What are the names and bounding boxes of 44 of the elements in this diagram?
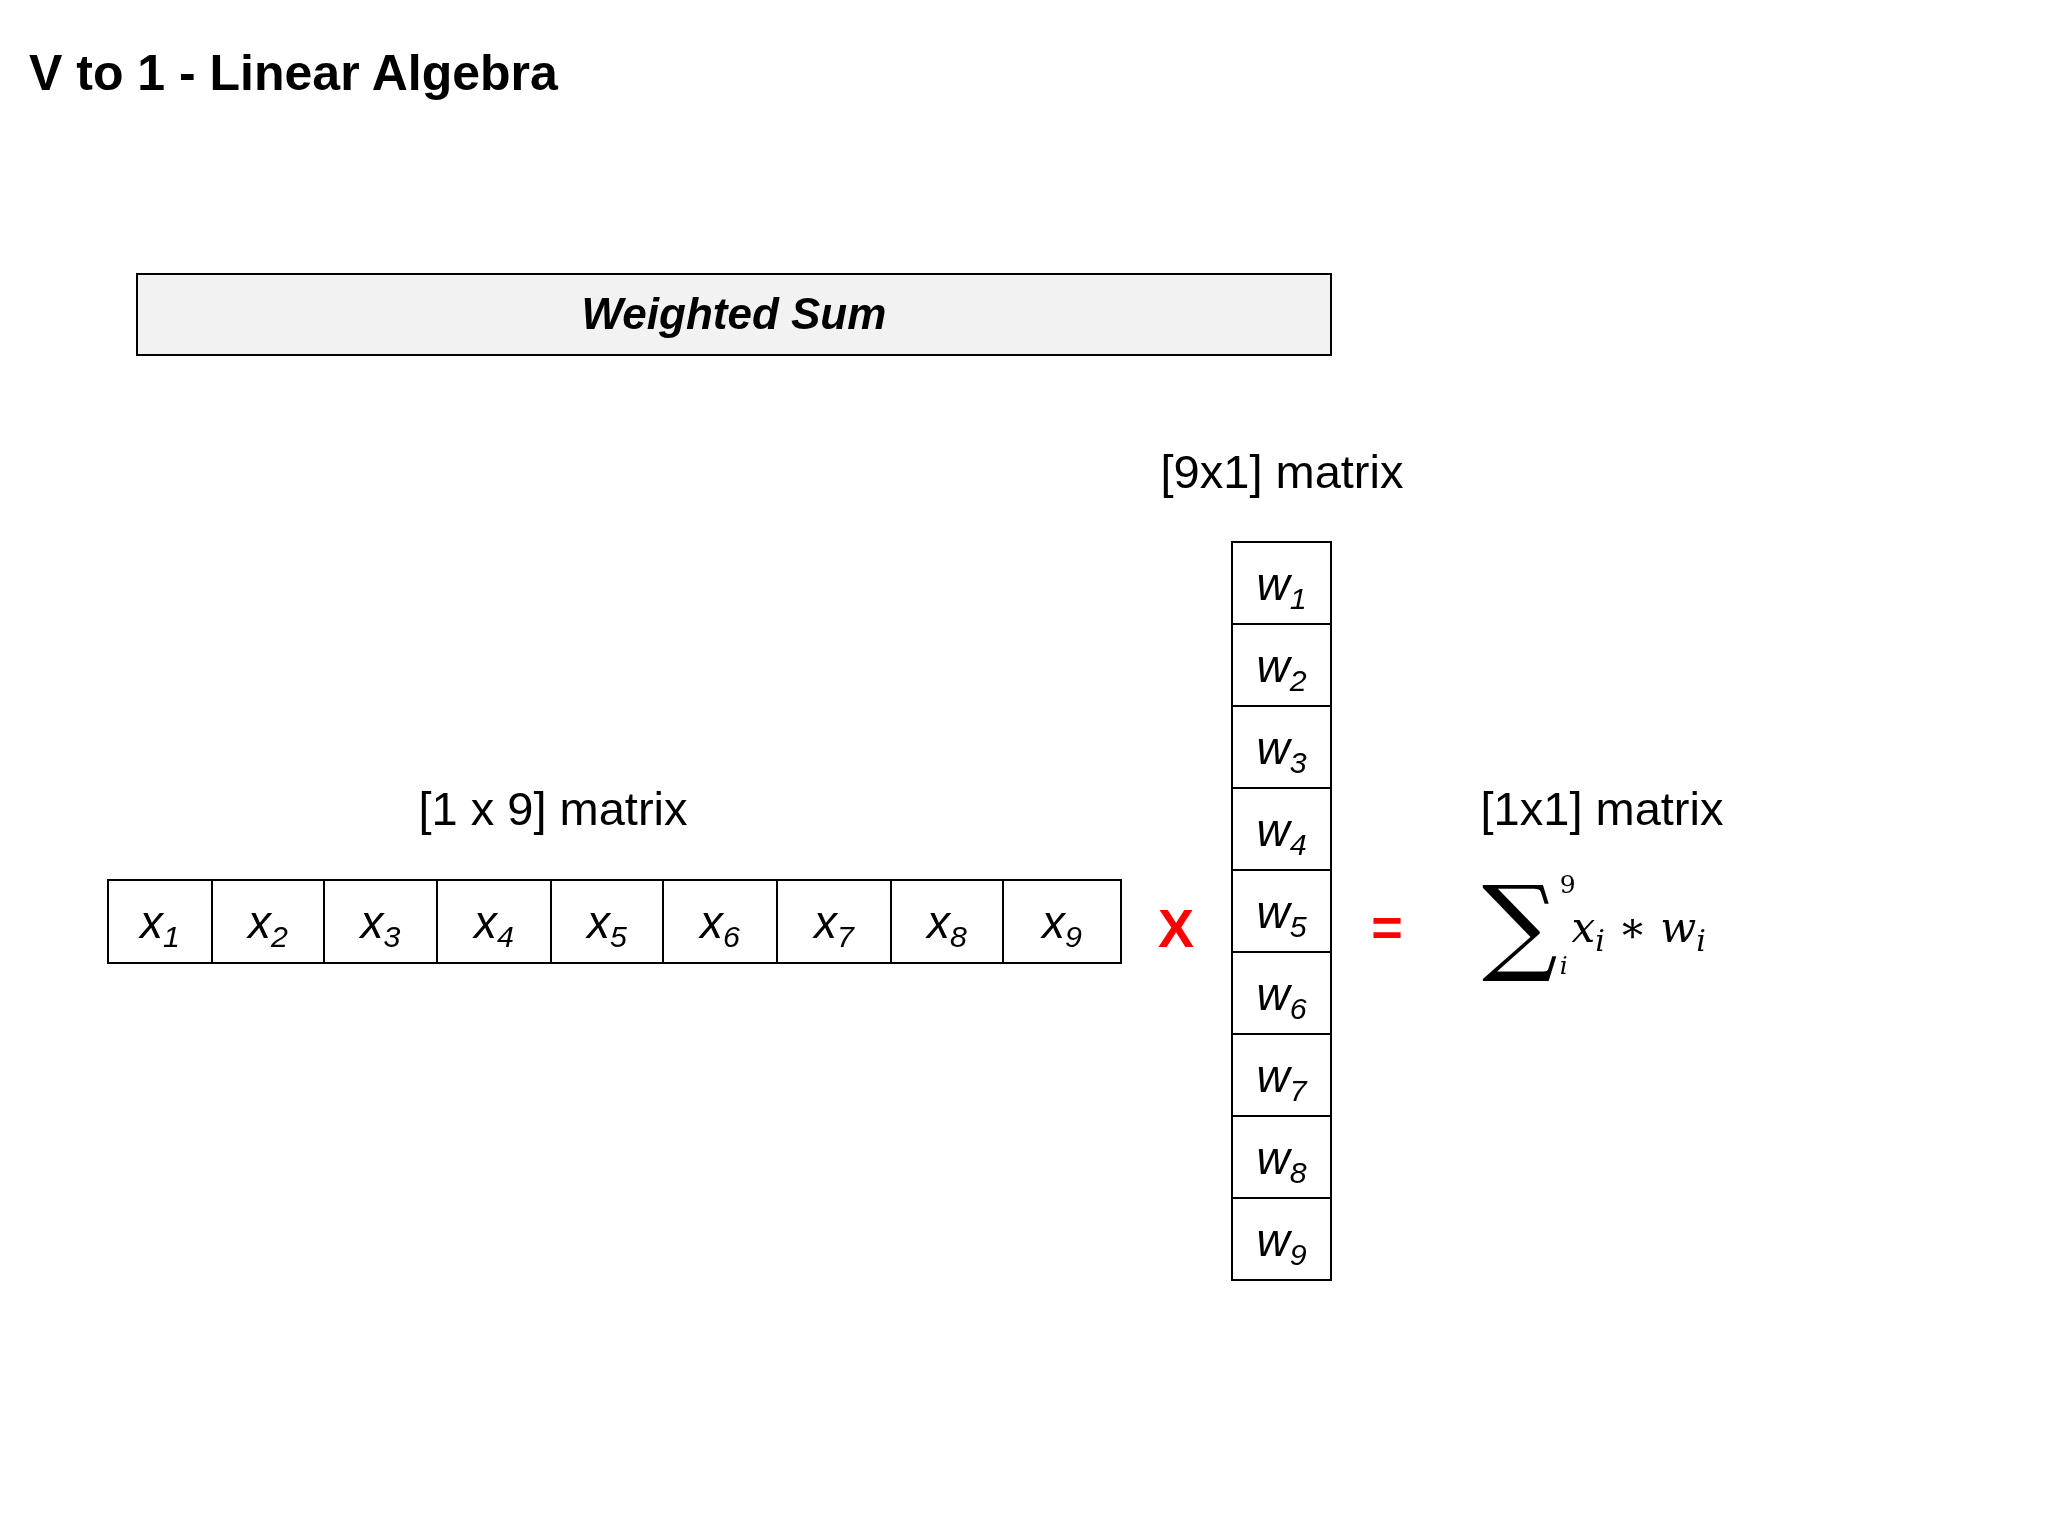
matrix-cell [1231,869,1332,953]
matrix-entry: w$_{1}$ [1256,556,1307,610]
header-label: Weighted Sum [581,290,887,339]
matrix-size-label: [1 x 9] matrix [418,782,688,836]
matrix-cell [1231,951,1332,1035]
matrix-entry: x$_{9}$ [1042,895,1082,948]
matrix-entry: x$_{8}$ [927,895,967,948]
matrix-cell [1231,541,1332,625]
matrix-cell [107,879,213,964]
matrix-entry: x$_{4}$ [474,895,514,948]
matrix-cell [1231,1197,1332,1281]
matrix-cell [436,879,552,964]
matrix-entry: w$_{7}$ [1256,1048,1307,1102]
matrix-cell [1231,1115,1332,1199]
matrix-cell [1231,787,1332,871]
matrix-entry: w$_{5}$ [1256,884,1307,938]
matrix-size-label: [9x1] matrix [1160,445,1404,499]
header-bar [136,273,1332,356]
matrix-entry: x$_{2}$ [248,895,288,948]
matrix-cell [1231,705,1332,789]
matrix-entry: w$_{8}$ [1256,1130,1307,1184]
matrix-entry: w$_{3}$ [1256,720,1307,774]
matrix-entry: w$_{4}$ [1256,802,1307,856]
matrix-cell [662,879,778,964]
matrix-entry: w$_{6}$ [1256,966,1307,1020]
matrix-cell [890,879,1004,964]
matrix-entry: w$_{9}$ [1256,1212,1307,1266]
matrix-cell [323,879,438,964]
matrix-cell [211,879,325,964]
matrix-entry: w$_{2}$ [1256,638,1307,692]
matrix-cell [1231,623,1332,707]
matrix-entry: x$_{1}$ [140,895,180,948]
page-title: V to 1 - Linear Algebra [29,45,558,103]
matrix-cell [1002,879,1122,964]
matrix-size-label: [1x1] matrix [1480,782,1724,836]
matrix-entry: x$_{6}$ [700,895,740,948]
multiply-sign: X [1158,896,1194,960]
matrix-entry: x$_{3}$ [360,895,401,948]
matrix-entry: x$_{5}$ [587,895,627,948]
matrix-cell [776,879,892,964]
equals-sign: = [1371,895,1403,959]
matrix-entry: x$_{7}$ [814,895,854,948]
matrix-cell [1231,1033,1332,1117]
matrix-cell [550,879,664,964]
